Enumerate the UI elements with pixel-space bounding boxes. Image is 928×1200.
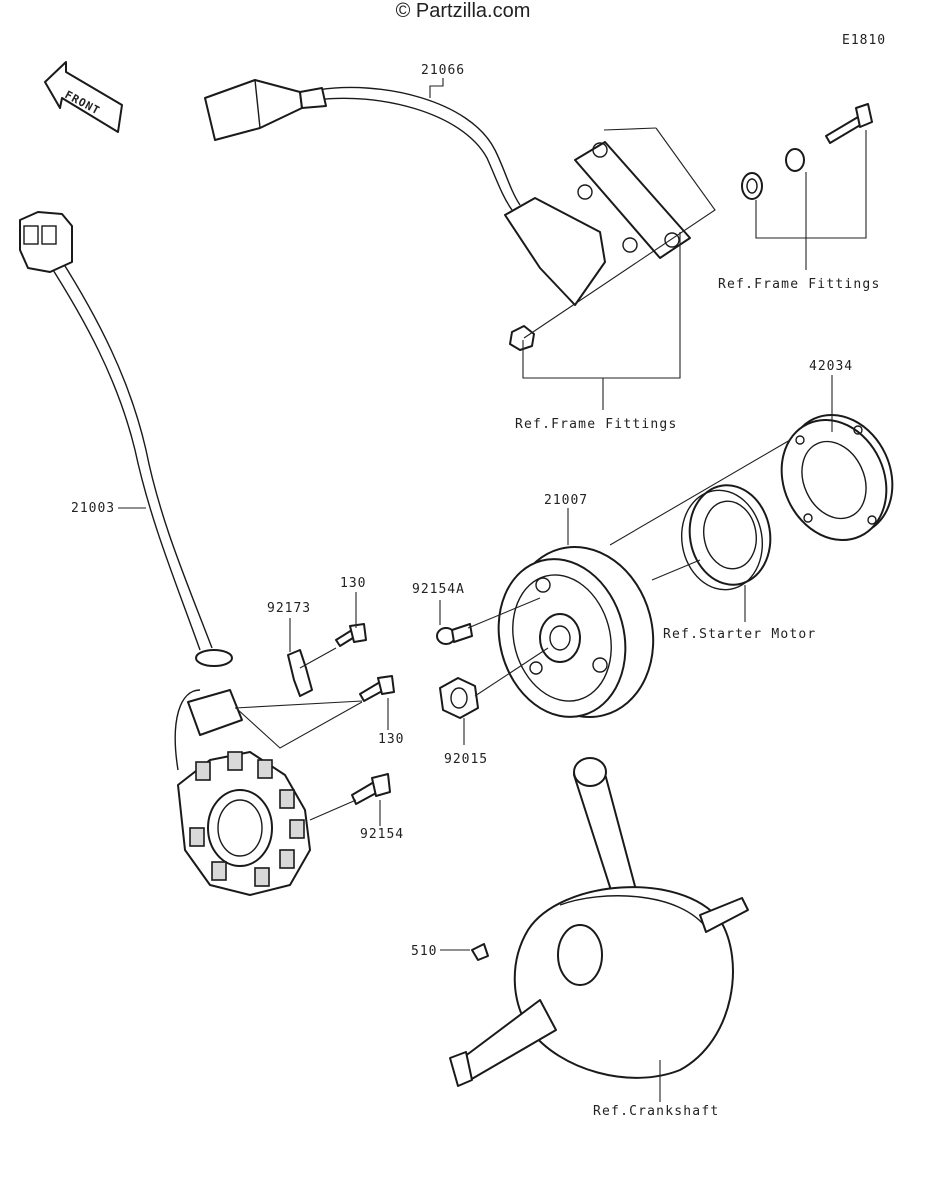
- bolt-92154[interactable]: [351, 773, 391, 805]
- frame-fittings-hardware[interactable]: [741, 103, 873, 200]
- label-21066[interactable]: 21066: [421, 63, 465, 78]
- diagram-code: E1810: [842, 33, 886, 48]
- label-92015[interactable]: 92015: [444, 752, 488, 767]
- watermark: © Partzilla.com: [396, 0, 531, 22]
- leader-lines: [118, 78, 867, 1102]
- front-arrow-icon: FRONT: [44, 61, 123, 133]
- label-510[interactable]: 510: [411, 944, 437, 959]
- label-130-lower[interactable]: 130: [378, 732, 404, 747]
- pickup-coil-21066[interactable]: [204, 79, 691, 351]
- bolt-130-upper[interactable]: [335, 623, 367, 647]
- starter-gear-42034[interactable]: [762, 398, 911, 558]
- label-92154[interactable]: 92154: [360, 827, 404, 842]
- label-130-upper[interactable]: 130: [340, 576, 366, 591]
- ref-starter-motor: Ref.Starter Motor: [663, 627, 816, 642]
- flywheel-rotor-21007[interactable]: [481, 531, 671, 733]
- crankshaft[interactable]: [449, 757, 749, 1087]
- label-92154A[interactable]: 92154A: [412, 582, 465, 597]
- ref-frame-fittings-right: Ref.Frame Fittings: [718, 277, 880, 292]
- label-21007[interactable]: 21007: [544, 493, 588, 508]
- starter-clutch[interactable]: [674, 479, 778, 596]
- stator-21003[interactable]: [19, 211, 311, 896]
- label-92173[interactable]: 92173: [267, 601, 311, 616]
- bolt-130-lower[interactable]: [359, 675, 395, 702]
- reference-labels: Ref.Frame Fittings Ref.Frame Fittings Re…: [515, 277, 880, 1119]
- label-42034[interactable]: 42034: [809, 359, 853, 374]
- ref-frame-fittings-center: Ref.Frame Fittings: [515, 417, 677, 432]
- bolt-92154A[interactable]: [436, 623, 473, 645]
- part-labels: 21066 21003 42034 21007 92154A 92173 130…: [71, 63, 853, 959]
- label-21003[interactable]: 21003: [71, 501, 115, 516]
- nut-92015[interactable]: [439, 677, 479, 719]
- clamp-92173[interactable]: [287, 649, 313, 697]
- ref-crankshaft: Ref.Crankshaft: [593, 1104, 719, 1119]
